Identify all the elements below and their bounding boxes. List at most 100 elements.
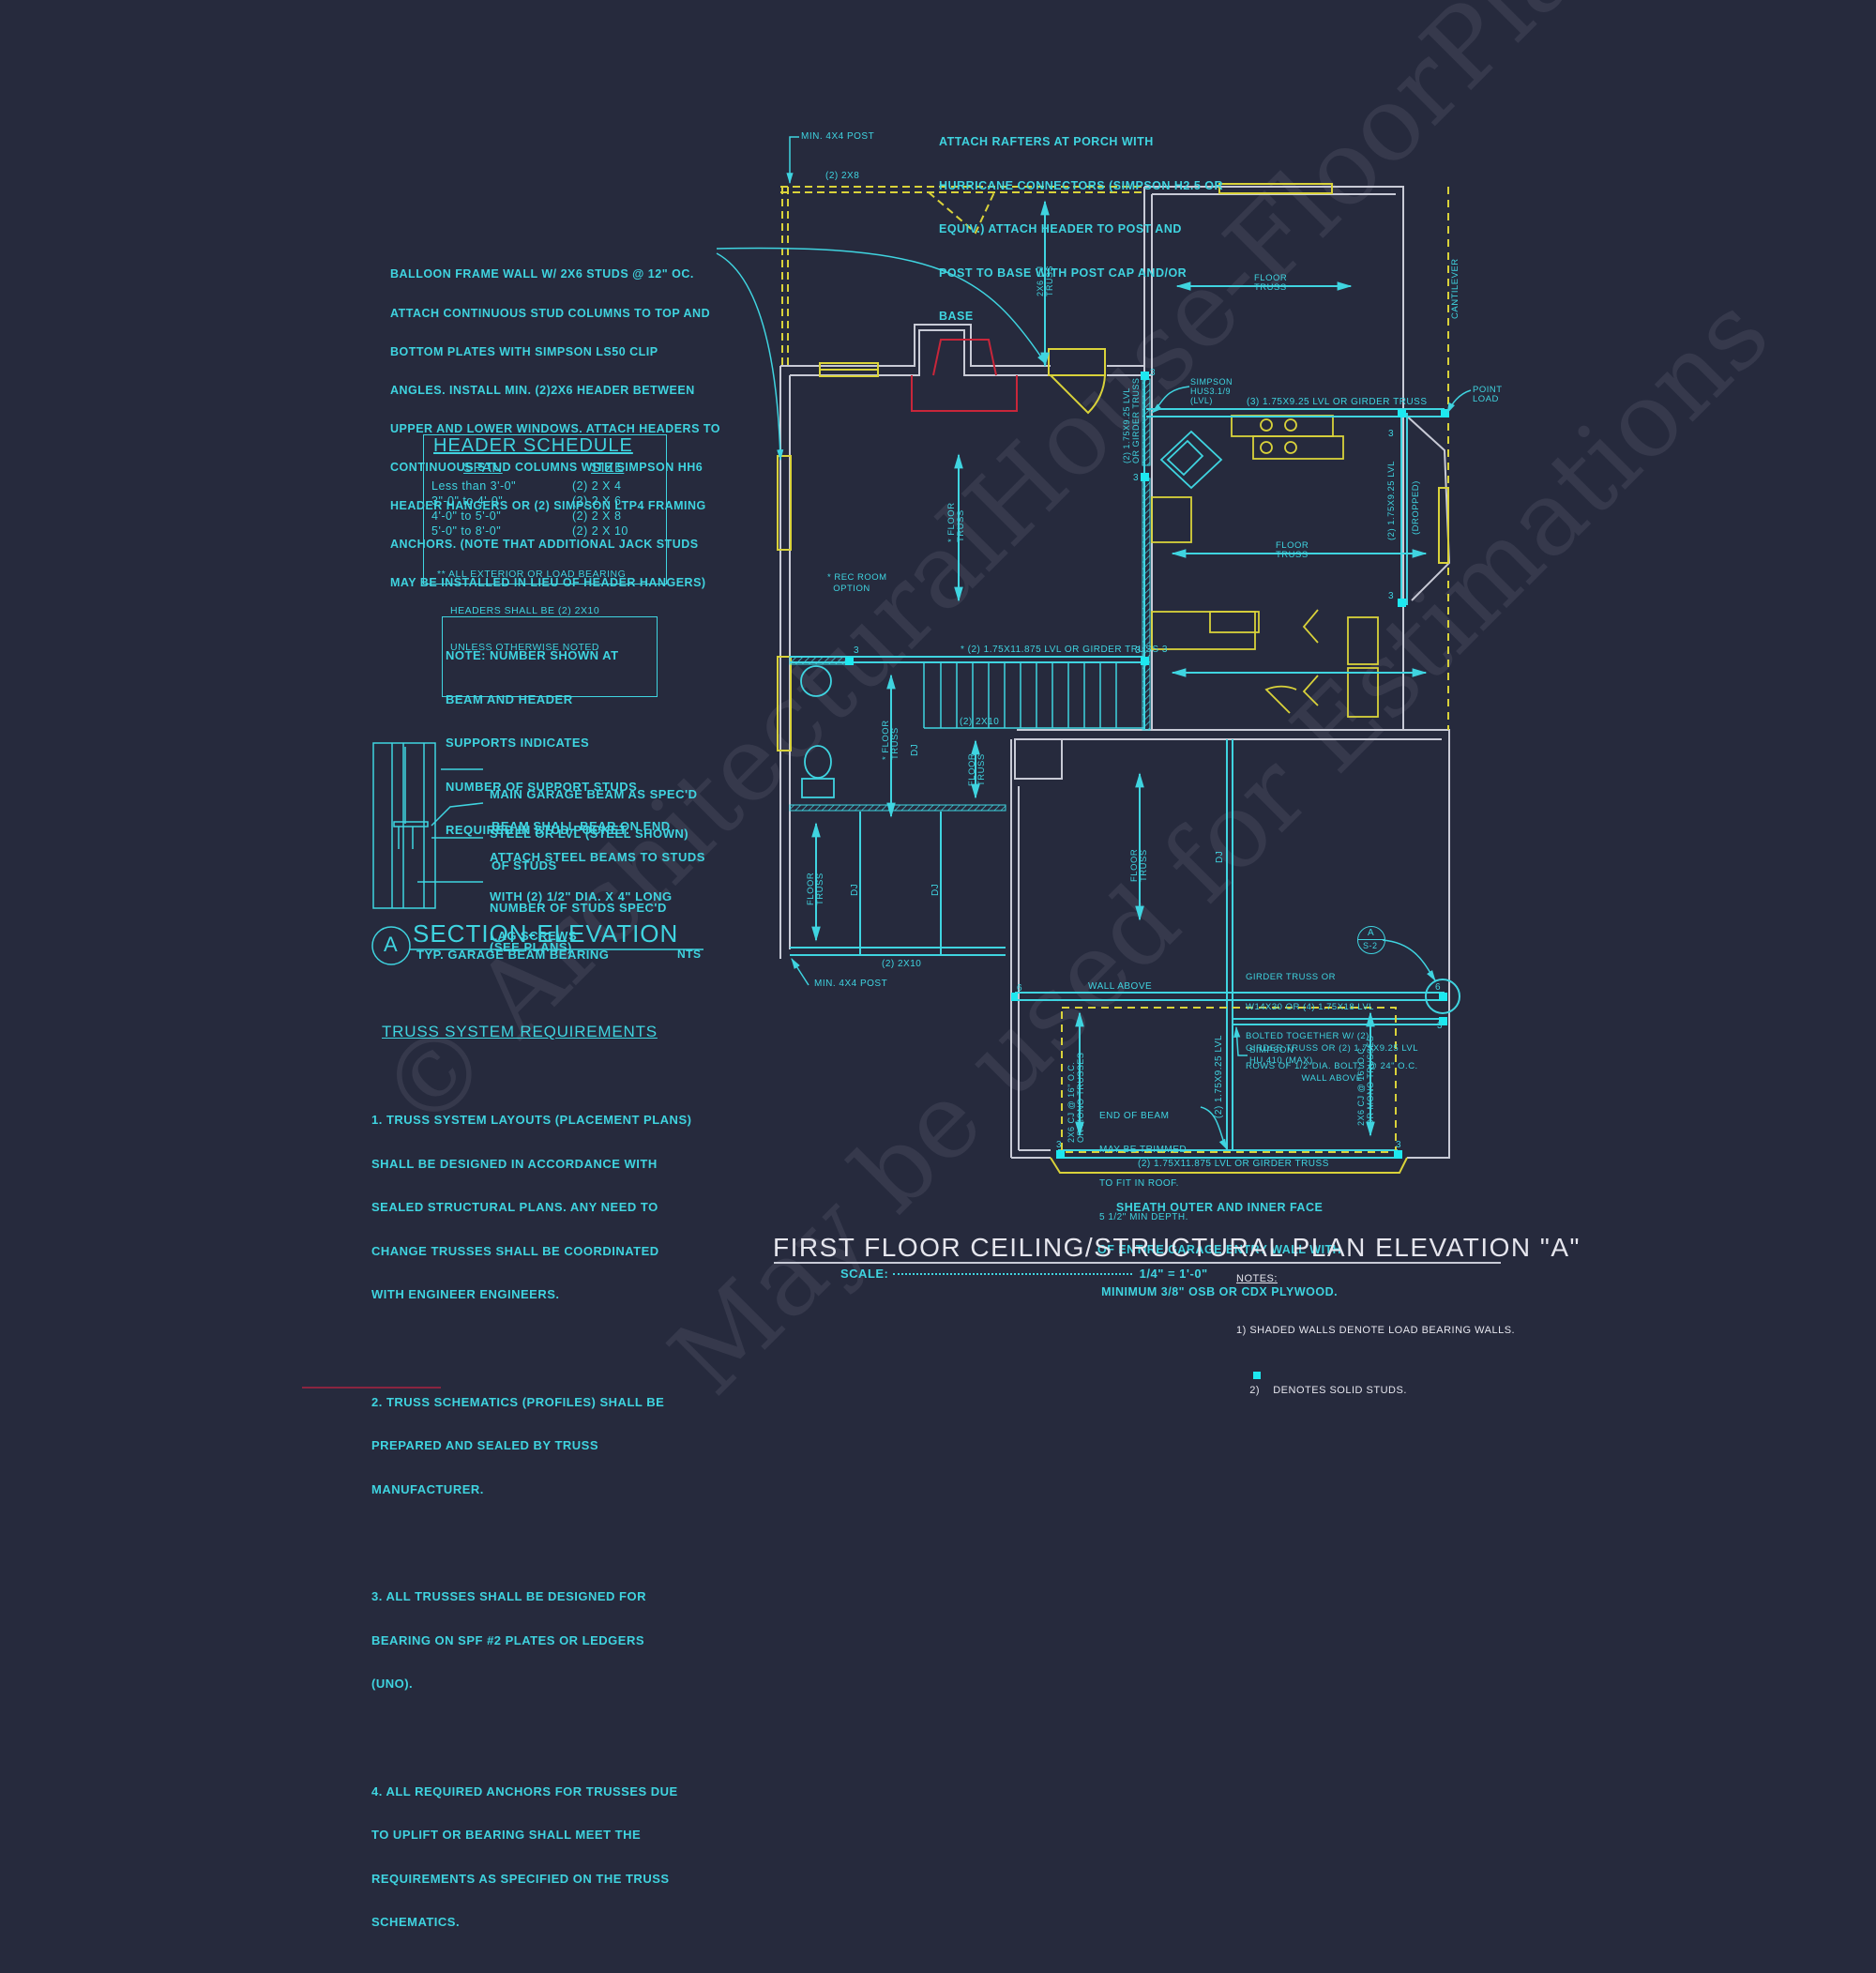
load-bearing-hatch (789, 378, 1151, 812)
header-schedule-title: HEADER SCHEDULE (433, 435, 633, 456)
label-porch-cj: 2x6 CJ TRUSS (1036, 265, 1054, 296)
note-line: END OF BEAM (1099, 1111, 1170, 1121)
callout-line: STEEL OR LVL (STEEL SHOWN) (490, 827, 689, 841)
stud-count: 3 (1396, 1140, 1402, 1150)
note-line: HEADER HANGERS OR (2) SIMPSON LTP4 FRAMI… (390, 499, 706, 513)
note-line: W14x30 OR (4) 1.75x18 LVL (1246, 1001, 1374, 1012)
note-line: ATTACH CONTINUOUS STUD COLUMNS TO TOP AN… (390, 306, 711, 320)
column-span: SPAN (463, 460, 503, 476)
porch-rafter-note: ATTACH RAFTERS AT PORCH WITH HURRICANE C… (939, 106, 1223, 339)
span-cell: Less than 3'-0" (431, 479, 517, 493)
label-floor-truss-porch2: FLOOR TRUSS (806, 872, 825, 905)
label-wall-above: WALL ABOVE (1088, 981, 1153, 992)
notes-list: 1) SHADED WALLS DENOTE LOAD BEARING WALL… (1236, 1293, 1515, 1443)
note-line: MINIMUM 3/8" OSB OR CDX PLYWOOD. (1101, 1285, 1339, 1298)
label-rec-room: * REC ROOM OPTION (827, 572, 887, 594)
note-item-2: 2) DENOTES SOLID STUDS. (1236, 1368, 1515, 1428)
item-line: SEALED STRUCTURAL PLANS. ANY NEED TO (371, 1200, 658, 1214)
size-column: (2) 2 X 4 (2) 2 X 6 (2) 2 X 8 (2) 2 X 10 (572, 478, 628, 539)
section-detail (371, 742, 704, 965)
item-line: (UNO). (371, 1677, 414, 1691)
stud-count: 3 (1056, 1140, 1063, 1150)
section-callout-3: ATTACH STEEL BEAMS TO STUDS WITH (2) 1/2… (490, 825, 705, 956)
item-line: 2. TRUSS SCHEMATICS (PROFILES) SHALL BE (371, 1394, 665, 1409)
girder-wall-above-note: GIRDER TRUSS OR (2) 1.75x9.25 LVL WALL A… (1246, 1024, 1418, 1094)
label-dj-hall: DJ (910, 743, 920, 756)
note-line: BEAM AND HEADER (446, 691, 573, 706)
truss-requirements-list: 1. TRUSS SYSTEM LAYOUTS (PLACEMENT PLANS… (371, 1055, 691, 1973)
label-lvl-vertical-left: (2) 1.75x9.25 LVL OR GIRDER TRUSS (1122, 377, 1141, 463)
detail-reference-bubble: A S-2 (1357, 926, 1385, 954)
item-line: WITH ENGINEER ENGINEERS. (371, 1287, 560, 1301)
note-line: REQUIRED IN STUD POCKET. (446, 823, 630, 837)
section-callout-2: BEAM SHALL BEAR ON END OF STUDS (492, 794, 671, 886)
note-line: UPPER AND LOWER WINDOWS. ATTACH HEADERS … (390, 421, 721, 435)
note-line: MAY BE TRIMMED (1099, 1145, 1188, 1155)
stud-count: 3 (1135, 645, 1142, 656)
header-schedule-footnote: ** ALL EXTERIOR OR LOAD BEARING HEADERS … (437, 544, 626, 678)
stairs (923, 662, 1144, 729)
note-line: BOLTED TOGETHER W/ (2) (1246, 1031, 1369, 1041)
note-line: SHEATH OUTER AND INNER FACE (1115, 1201, 1324, 1214)
porch-outline (780, 186, 1142, 366)
detail-ref-divider (1358, 939, 1384, 940)
label-post-bottom: MIN. 4x4 POST (814, 979, 888, 989)
label-beam-2-11875: * (2) 1.75x11.875 LVL OR GIRDER TRUSS 3 (961, 645, 1168, 655)
label-dropped: (DROPPED) (1411, 480, 1421, 535)
size-cell: (2) 2 X 6 (572, 494, 622, 508)
notes-label: NOTES: (1236, 1273, 1278, 1284)
span-cell: 4'-0" to 5'-0" (431, 509, 502, 523)
label-header-2x10-bottom: (2) 2x10 (882, 959, 922, 969)
footnote-line: UNLESS OTHERWISE NOTED (450, 642, 599, 653)
span-cell: 3"-0" to 4'-0" (431, 494, 504, 508)
note-line: NOTE: NUMBER SHOWN AT (446, 648, 619, 662)
note-line: BALLOON FRAME WALL w/ 2x6 STUDS @ 12" OC… (390, 267, 694, 281)
truss-item-3: 3. ALL TRUSSES SHALL BE DESIGNED FOR BEA… (371, 1560, 691, 1721)
label-dj-1: DJ (850, 883, 860, 896)
note-line: NUMBER OF SUPPORT STUDS (446, 779, 638, 794)
label-simpson-hus: SIMPSON HUS3.1/9 (LVL) (1190, 377, 1233, 405)
note-line: CONTINUOUS STUD COLUMNS WITH SIMPSON HH6 (390, 460, 704, 474)
label-floor-truss-upper: FLOOR TRUSS (1254, 273, 1288, 293)
garage-sill (1050, 1157, 1408, 1174)
truss-item-2: 2. TRUSS SCHEMATICS (PROFILES) SHALL BE … (371, 1366, 691, 1526)
label-dj-garage: DJ (1215, 850, 1225, 863)
item-line: 4. ALL REQUIRED ANCHORS FOR TRUSSES DUE (371, 1783, 678, 1798)
footnote-line: HEADERS SHALL BE (2) 2x10 (450, 605, 600, 616)
label-porch-header: (2) 2x8 (825, 171, 860, 181)
note-line: HURRICANE CONNECTORS (SIMPSON H2.5 OR (939, 178, 1224, 192)
note-line: EQUIV.) ATTACH HEADER TO POST AND (939, 222, 1182, 235)
span-column: Less than 3'-0" 3"-0" to 4'-0" 4'-0" to … (431, 478, 516, 539)
header-schedule-table: HEADER SCHEDULE SPAN SIZE Less than 3'-0… (423, 434, 667, 653)
callout-line: LAG SCREWS (490, 929, 578, 943)
label-header-2x10-stair: (2) 2x10 (960, 717, 1000, 727)
label-lvl-garage-vertical: (2) 1.75x9.25 LVL (1214, 1035, 1224, 1118)
section-bubble-label: A (384, 933, 399, 956)
item-line: SCHEMATICS. (371, 1915, 461, 1929)
label-point-load: POINT LOAD (1473, 385, 1503, 404)
note-line: GIRDER TRUSS OR (2) 1.75x9.25 LVL (1246, 1043, 1419, 1054)
note-line: WALL ABOVE (1301, 1072, 1363, 1084)
callout-line: ATTACH STEEL BEAMS TO STUDS (490, 850, 705, 864)
item-line: 1. TRUSS SYSTEM LAYOUTS (PLACEMENT PLANS… (371, 1113, 692, 1127)
note-line: 5 1/2" MIN DEPTH. (1099, 1212, 1188, 1222)
size-cell: (2) 2 X 4 (572, 479, 622, 493)
garage-dashed (1061, 1007, 1397, 1153)
stud-count: 3 (1133, 473, 1140, 483)
scale-row: SCALE: 1/4" = 1'-0" (840, 1267, 1208, 1281)
kitchen-fixtures (1151, 415, 1379, 718)
section-subtitle: TYP. GARAGE BEAM BEARING (416, 948, 610, 962)
stud-count: 3 (1437, 1021, 1444, 1031)
kitchen-sink (1159, 430, 1223, 490)
item-line: SHALL BE DESIGNED IN ACCORDANCE WITH (371, 1156, 658, 1171)
callout-line: NUMBER OF STUDS SPEC'D (490, 901, 667, 915)
note-line: BASE (939, 310, 974, 323)
label-cantilever: CANTILEVER (1450, 258, 1460, 319)
stud-count: 3 (1388, 591, 1395, 601)
stud-pocket-note: NOTE: NUMBER SHOWN AT BEAM AND HEADER SU… (442, 616, 658, 837)
truss-requirements-title: TRUSS SYSTEM REQUIREMENTS (382, 1023, 658, 1040)
item-line: 3. ALL TRUSSES SHALL BE DESIGNED FOR (371, 1589, 646, 1603)
label-floor-truss-garage: FLOOR TRUSS (1129, 848, 1149, 882)
stud-count: 6 (1017, 983, 1023, 994)
solid-studs (845, 372, 1449, 1159)
